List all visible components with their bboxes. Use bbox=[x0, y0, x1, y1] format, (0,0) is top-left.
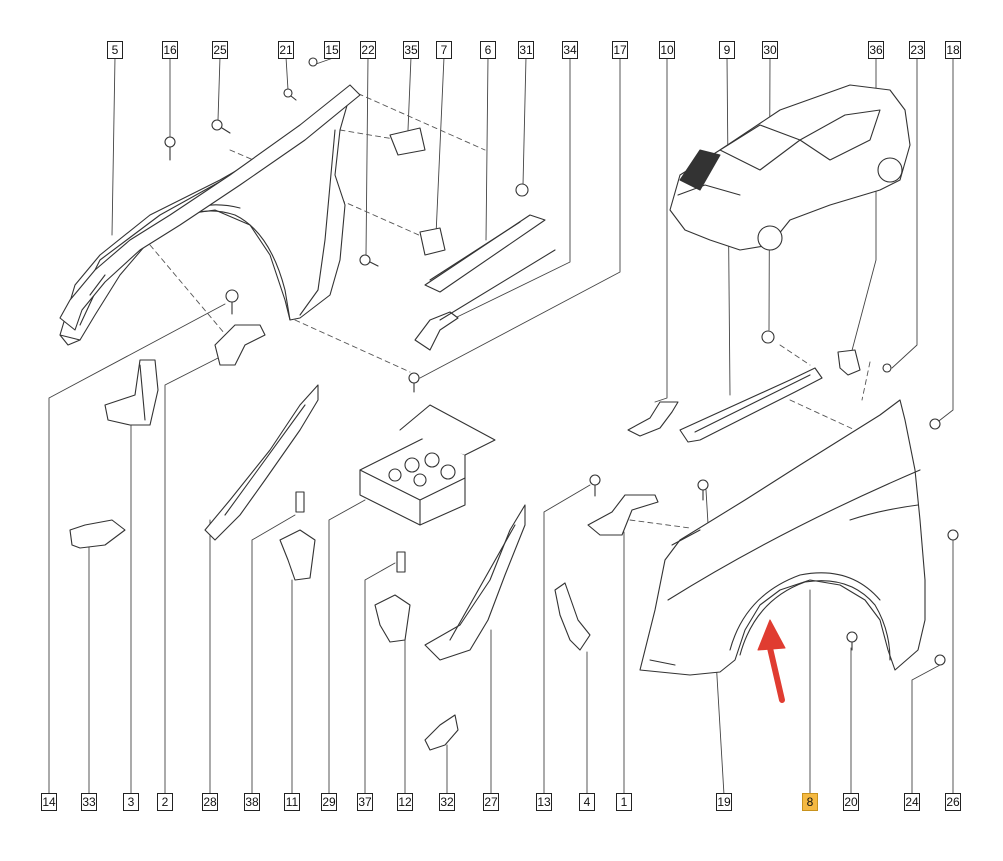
bracket-3 bbox=[104, 359, 159, 426]
part-label-9[interactable]: 9 bbox=[719, 41, 735, 59]
part-label-6[interactable]: 6 bbox=[480, 41, 496, 59]
right-fender[interactable] bbox=[639, 399, 926, 676]
part-label-23[interactable]: 23 bbox=[909, 41, 925, 59]
part-label-18[interactable]: 18 bbox=[945, 41, 961, 59]
bracket-1 bbox=[587, 474, 659, 536]
part-label-21[interactable]: 21 bbox=[278, 41, 294, 59]
part-label-1[interactable]: 1 bbox=[616, 793, 632, 811]
bracket-10 bbox=[627, 401, 679, 437]
part-label-15[interactable]: 15 bbox=[324, 41, 340, 59]
fasteners-right bbox=[697, 330, 959, 666]
part-label-14[interactable]: 14 bbox=[41, 793, 57, 811]
part-label-16[interactable]: 16 bbox=[162, 41, 178, 59]
part-label-35[interactable]: 35 bbox=[403, 41, 419, 59]
bracket-33 bbox=[69, 519, 126, 549]
bracket-36 bbox=[837, 349, 861, 376]
upper-rail-9 bbox=[679, 367, 823, 443]
part-label-11[interactable]: 11 bbox=[284, 793, 300, 811]
part-label-22[interactable]: 22 bbox=[360, 41, 376, 59]
car-thumbnail bbox=[669, 84, 911, 251]
part-label-28[interactable]: 28 bbox=[202, 793, 218, 811]
mounting-strips bbox=[389, 127, 556, 351]
part-label-13[interactable]: 13 bbox=[536, 793, 552, 811]
part-label-27[interactable]: 27 bbox=[483, 793, 499, 811]
part-label-5[interactable]: 5 bbox=[107, 41, 123, 59]
part-label-25[interactable]: 25 bbox=[212, 41, 228, 59]
part-label-34[interactable]: 34 bbox=[562, 41, 578, 59]
bracket-32 bbox=[424, 714, 459, 751]
part-label-3[interactable]: 3 bbox=[123, 793, 139, 811]
wheel-arch-liner bbox=[59, 84, 361, 331]
bracket-4 bbox=[554, 582, 591, 651]
part-label-38[interactable]: 38 bbox=[244, 793, 260, 811]
parts-box bbox=[359, 404, 496, 526]
part-label-24[interactable]: 24 bbox=[904, 793, 920, 811]
highlight-arrow bbox=[757, 619, 786, 703]
part-label-4[interactable]: 4 bbox=[579, 793, 595, 811]
bracket-2 bbox=[214, 324, 266, 366]
part-label-26[interactable]: 26 bbox=[945, 793, 961, 811]
stud-bracket-38-11 bbox=[279, 491, 316, 581]
part-label-7[interactable]: 7 bbox=[436, 41, 452, 59]
reinforcement-27 bbox=[424, 504, 526, 661]
stud-bracket-37-12 bbox=[374, 551, 411, 643]
part-label-10[interactable]: 10 bbox=[659, 41, 675, 59]
part-label-33[interactable]: 33 bbox=[81, 793, 97, 811]
part-label-29[interactable]: 29 bbox=[321, 793, 337, 811]
part-label-12[interactable]: 12 bbox=[397, 793, 413, 811]
part-label-31[interactable]: 31 bbox=[518, 41, 534, 59]
fasteners-top bbox=[164, 57, 529, 393]
part-label-19[interactable]: 19 bbox=[716, 793, 732, 811]
part-label-17[interactable]: 17 bbox=[612, 41, 628, 59]
part-label-8-highlighted[interactable]: 8 bbox=[802, 793, 818, 811]
leader-lines-bottom bbox=[48, 303, 954, 796]
part-label-2[interactable]: 2 bbox=[157, 793, 173, 811]
part-label-37[interactable]: 37 bbox=[357, 793, 373, 811]
reinforcement-28 bbox=[204, 384, 319, 541]
part-label-20[interactable]: 20 bbox=[843, 793, 859, 811]
part-label-30[interactable]: 30 bbox=[762, 41, 778, 59]
part-label-36[interactable]: 36 bbox=[868, 41, 884, 59]
part-label-32[interactable]: 32 bbox=[439, 793, 455, 811]
